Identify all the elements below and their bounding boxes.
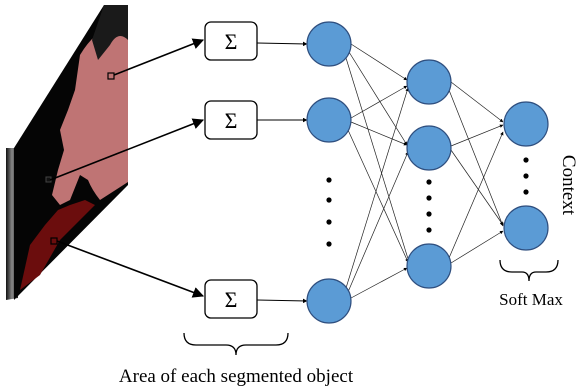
hidden-layer xyxy=(406,59,452,289)
sum-symbol: Σ xyxy=(225,108,238,133)
output-neuron xyxy=(503,205,549,251)
output-layer xyxy=(503,101,549,251)
sum-symbol: Σ xyxy=(225,287,238,312)
sum-box-2: Σ xyxy=(204,100,258,140)
arrow-lower-to-sum xyxy=(56,240,205,298)
layer-connections xyxy=(345,43,504,299)
segment-overlay-pink xyxy=(52,6,128,205)
softmax-caption: Soft Max xyxy=(499,290,563,309)
input-neuron xyxy=(306,97,352,143)
segmented-image-panel xyxy=(6,5,128,300)
segment-overlay-top xyxy=(92,5,128,60)
input-neuron xyxy=(306,278,352,324)
softmax-brace xyxy=(499,259,559,282)
sum-box-3: Σ xyxy=(204,279,258,319)
sum-to-neuron-arrows xyxy=(256,41,308,304)
arrow-upper-to-sum xyxy=(113,38,205,76)
context-label: Context xyxy=(558,155,579,216)
area-caption: Area of each segmented object xyxy=(119,366,354,387)
input-neuron xyxy=(306,21,352,67)
sample-point-upper xyxy=(107,72,115,80)
segment-overlay-red xyxy=(20,200,95,290)
hidden-layer-ellipsis xyxy=(426,179,432,233)
input-layer xyxy=(306,21,352,324)
hidden-neuron xyxy=(406,243,452,289)
input-layer-ellipsis xyxy=(326,177,332,247)
hidden-neuron xyxy=(406,59,452,105)
output-layer-ellipsis xyxy=(523,157,529,195)
input-arrows xyxy=(49,38,205,298)
sum-symbol: Σ xyxy=(225,29,238,54)
area-brace xyxy=(183,332,289,356)
output-neuron xyxy=(503,101,549,147)
hidden-neuron xyxy=(406,125,452,171)
arrow-middle-to-sum xyxy=(49,118,205,181)
sum-box-1: Σ xyxy=(204,21,258,61)
